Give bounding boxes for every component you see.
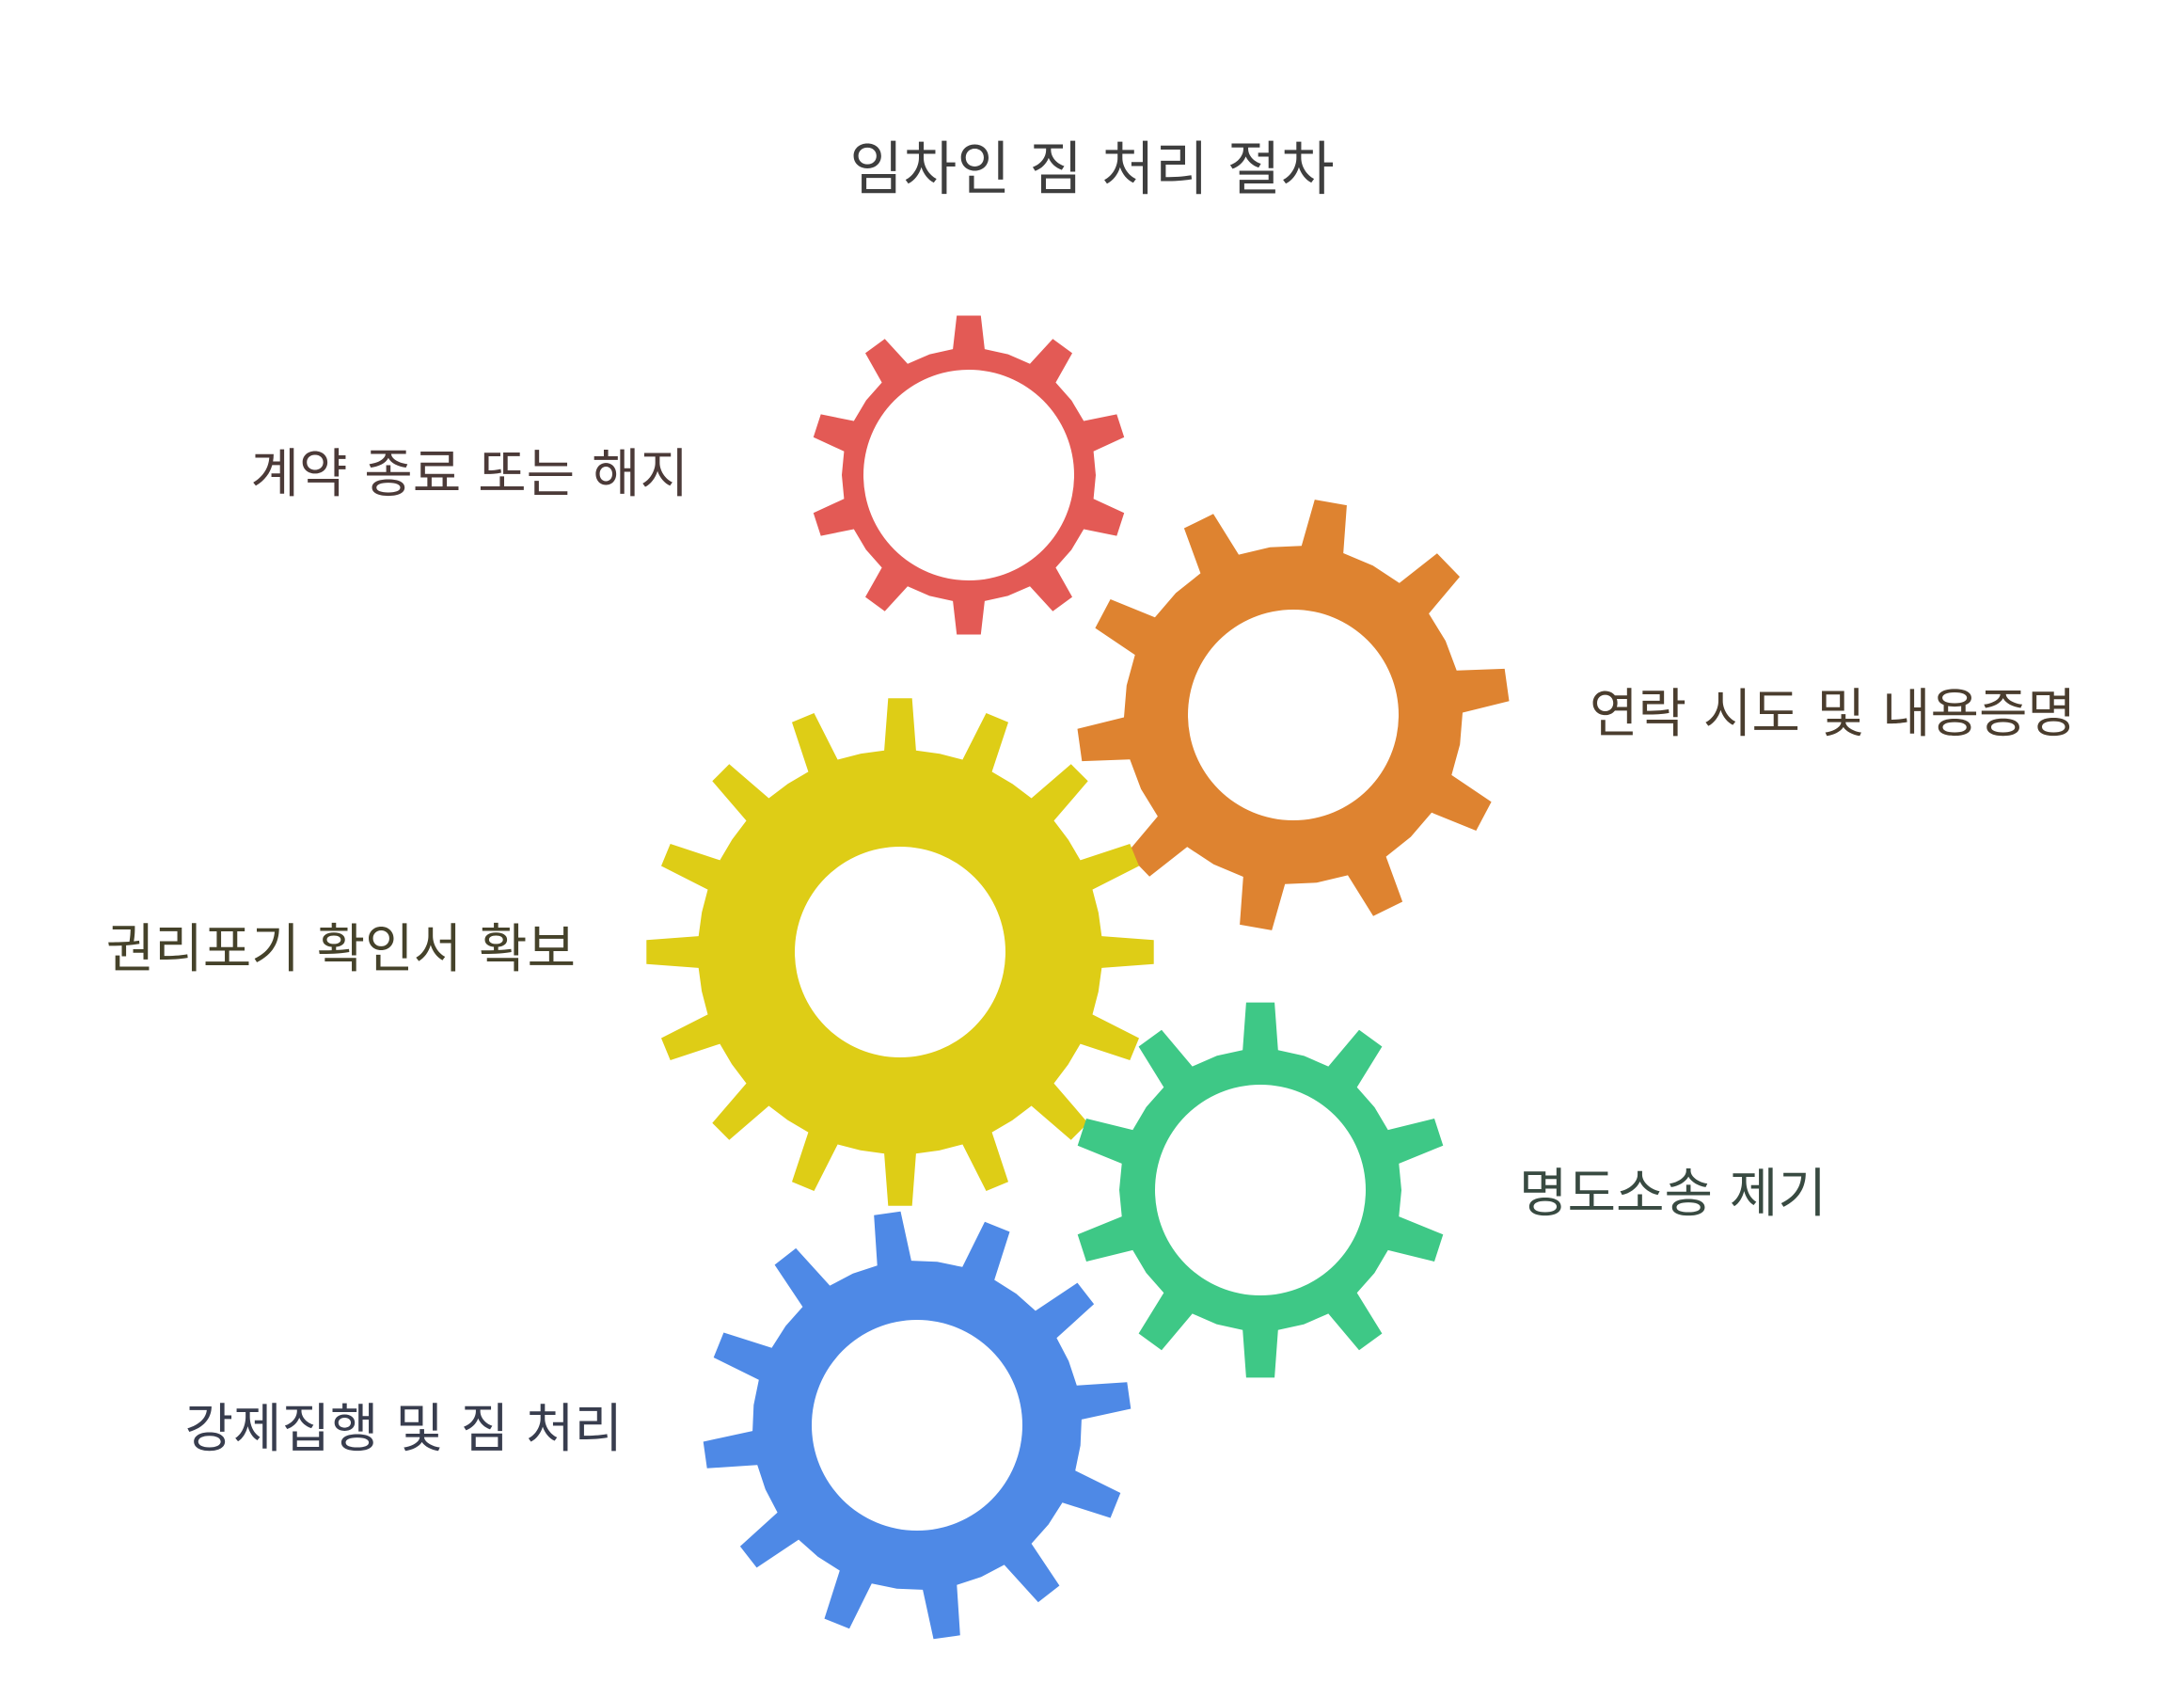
step-label-eviction-lawsuit: 명도소송 제기 bbox=[1519, 1164, 1827, 1225]
step-label-contract-end: 계약 종료 또는 해지 bbox=[250, 444, 688, 505]
step-label-waiver-confirmation: 권리포기 확인서 확보 bbox=[105, 919, 576, 980]
gear-eviction-lawsuit bbox=[1077, 1002, 1444, 1378]
diagram-title: 임차인 짐 처리 절차 bbox=[849, 135, 1335, 203]
step-label-contact-attempt: 연락 시도 및 내용증명 bbox=[1590, 684, 2077, 745]
gear-contract-end bbox=[813, 315, 1125, 635]
gear-waiver-confirmation bbox=[646, 698, 1154, 1206]
gear-enforcement bbox=[703, 1211, 1132, 1640]
step-label-enforcement: 강제집행 및 짐 처리 bbox=[184, 1399, 623, 1460]
gear-contact-attempt bbox=[1077, 500, 1510, 930]
